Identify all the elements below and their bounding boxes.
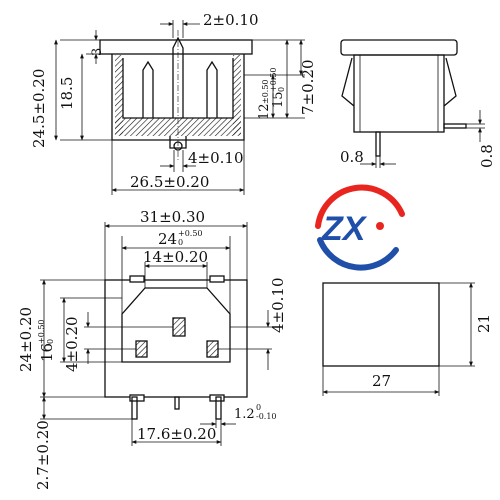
logo-dot [376,222,384,230]
front-view-labels: 2±0.10 24.5±0.20 18.5 3 12 ±0.50 15 +0.5… [30,11,317,191]
bottom-view-labels: 31±0.30 24 +0.50 0 14±0.20 4±0.10 24±0.2… [17,208,287,490]
side-view [340,39,485,168]
dim-pin-thickness: 1.2 [234,407,255,422]
dim-15: 15 [271,91,286,108]
front-view [54,20,305,195]
bottom-pin-left [131,396,138,420]
zx-logo: ZX [315,184,405,271]
logo-text: ZX [321,210,368,248]
box-outline [322,282,440,367]
dim-pin-gap: 4±0.10 [188,149,244,167]
side-latch-right [443,57,457,107]
box-view [322,282,475,396]
dim-flange: 3 [90,48,105,56]
dim-height-4-left: 4±0.20 [63,316,81,372]
side-view-labels: 0.8 0.8 [340,144,496,168]
dim-side-b: 0.8 [478,144,496,168]
dim-box-width: 27 [372,372,391,390]
front-pin-left [142,60,154,118]
dim-height-16-tol-up: +0.50 [37,319,46,344]
side-body [353,54,445,133]
dim-side-a: 0.8 [340,148,364,166]
bottom-contact-center [172,317,186,337]
side-tab [443,123,467,129]
dim-15-tol-up: +0.50 [269,67,278,92]
dim-box-height: 21 [475,314,493,333]
front-wall-right [233,55,241,135]
dim-height-16-tol-dn: 0 [46,339,55,344]
dim-pin-thickness-tol-dn: -0.10 [256,412,277,421]
dim-top-gap: 2±0.10 [203,11,259,29]
bottom-pin-right [215,396,222,420]
dim-pin-thickness-tol-up: 0 [256,403,261,412]
dim-width-31: 31±0.30 [140,208,205,226]
side-top-cap [340,39,458,56]
side-pin [375,131,381,157]
dim-7: 7±0.20 [299,59,317,115]
front-wall-left [115,55,123,135]
bottom-contact-left [135,340,148,358]
dim-width-24-tol-up: +0.50 [178,229,203,238]
front-flange [99,39,253,55]
side-latch-left [341,57,355,107]
dim-height-4-right: 4±0.10 [269,277,287,333]
logo-arc-red [315,184,405,229]
dim-total-height: 24.5±0.20 [30,69,48,148]
dim-width-24: 24 [158,230,177,248]
box-view-labels: 21 27 [372,314,493,390]
dim-12: 12 [257,103,272,120]
logo-arc-blue [317,237,399,271]
bottom-contact-right [206,340,219,358]
bottom-outer-body [104,279,248,398]
dim-12-tol: ±0.50 [261,79,270,104]
bottom-view [40,222,272,446]
dim-height-16: 16 [38,343,56,362]
dim-pitch: 17.6±0.20 [137,425,216,443]
dim-width-24-tol-dn: 0 [178,238,183,247]
front-pin-right [206,60,218,118]
dim-15-tol-dn: 0 [277,87,286,92]
dim-pin-length: 2.7±0.20 [34,420,52,490]
dim-height-24: 24±0.20 [17,307,35,372]
dim-width-14: 14±0.20 [143,248,208,266]
dim-width: 26.5±0.20 [130,173,209,191]
bottom-pin-center [174,396,180,410]
dim-body-height: 18.5 [58,77,76,110]
